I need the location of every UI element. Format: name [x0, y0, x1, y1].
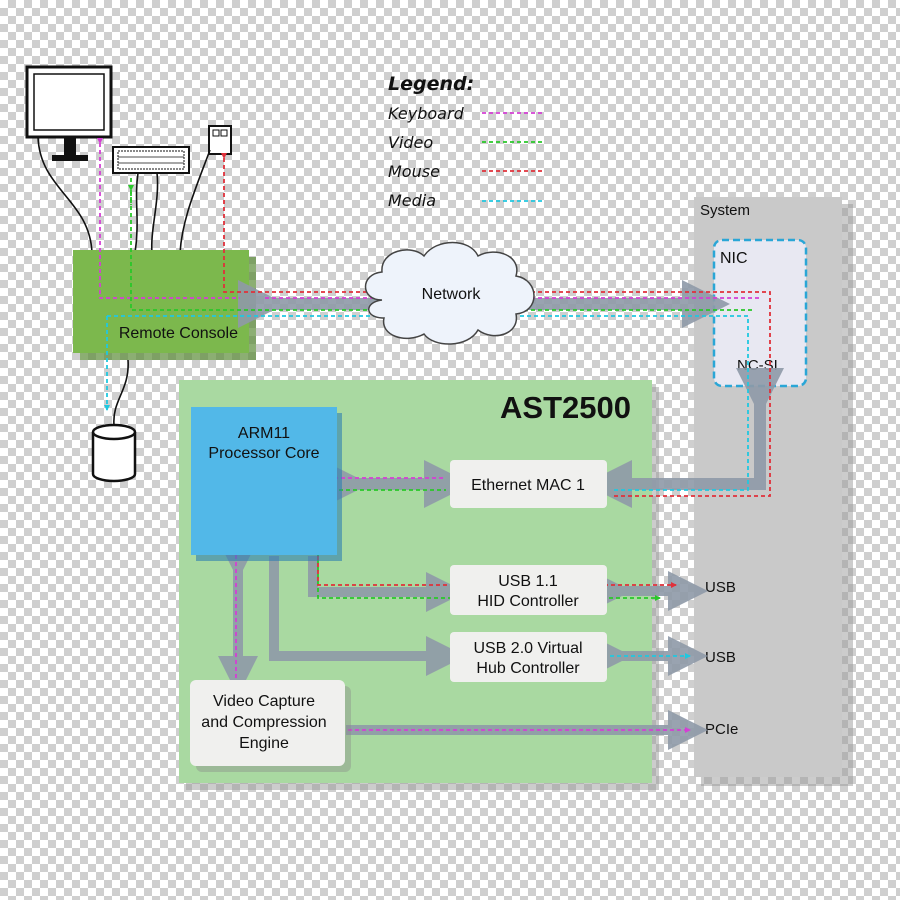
usb20-label-line1: USB 2.0 Virtual [473, 640, 582, 657]
monitor-icon [25, 65, 113, 161]
ncsi-bus [584, 368, 784, 508]
legend-item-keyboard: Keyboard [388, 104, 465, 123]
arm-processor-block: ARM11 Processor Core [191, 407, 342, 561]
mouse-signal-network [221, 153, 771, 497]
remote-console: Remote Console [73, 250, 256, 360]
keyboard-signal-console [97, 138, 240, 299]
keyboard-icon [112, 146, 190, 174]
usb-port-1-label: USB [705, 579, 736, 596]
network-label: Network [422, 286, 482, 303]
arm-usb20-bus [269, 556, 466, 676]
video-engine-block: Video Capture and Compression Engine [190, 680, 351, 772]
video-engine-line3: Engine [239, 735, 289, 752]
video-engine-line2: and Compression [201, 714, 326, 731]
ast2500-title: AST2500 [500, 390, 631, 425]
arm-usb11-bus [308, 556, 466, 612]
legend: Legend: Keyboard Video Mouse Media [388, 73, 542, 210]
remote-console-label: Remote Console [119, 325, 238, 342]
ethernet-mac-block: Ethernet MAC 1 [450, 460, 607, 508]
ncsi-label: NC-SI [737, 357, 778, 374]
usb-port-2-label: USB [705, 649, 736, 666]
usb11-controller-block: USB 1.1 HID Controller [450, 565, 607, 615]
usb20-controller-block: USB 2.0 Virtual Hub Controller [450, 632, 607, 682]
nic-label: NIC [720, 250, 748, 267]
legend-item-media: Media [388, 191, 436, 210]
usb20-label-line2: Hub Controller [476, 660, 580, 677]
system-label: System [700, 202, 750, 219]
network-cloud: Network [364, 241, 535, 345]
legend-item-video: Video [388, 133, 433, 152]
arm-label-line2: Processor Core [208, 445, 319, 462]
mouse-icon [208, 125, 232, 155]
system-panel: System NIC NC-SI USB USB PCIe [694, 197, 853, 786]
usb11-label-line2: HID Controller [477, 593, 579, 610]
legend-item-mouse: Mouse [388, 162, 440, 181]
video-engine-line1: Video Capture [213, 693, 315, 710]
pcie-port-label: PCIe [705, 721, 738, 738]
device-cables [37, 136, 211, 426]
usb11-label-line1: USB 1.1 [498, 573, 558, 590]
ethernet-mac-label: Ethernet MAC 1 [471, 477, 585, 494]
arm-label-line1: ARM11 [238, 425, 290, 442]
media-disk-icon [91, 423, 137, 483]
media-signal-network [107, 315, 749, 491]
legend-title: Legend: [388, 73, 474, 95]
